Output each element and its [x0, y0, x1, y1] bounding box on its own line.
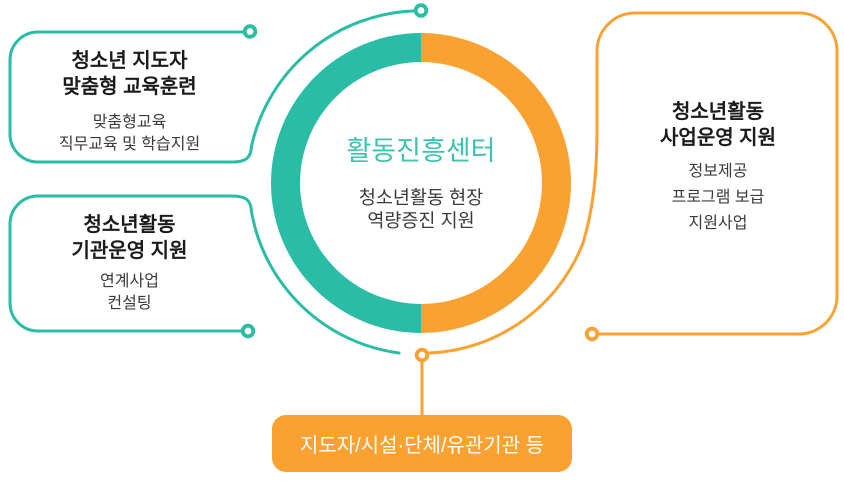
top-center-connector-ring — [413, 3, 429, 18]
box-body: 연계사업 컨설팅 — [8, 271, 251, 315]
center-subtitle-line: 청소년활동 현장 — [358, 187, 484, 208]
bottom-left-box-outline — [8, 194, 401, 355]
box-body: 맞춤형교육 직무교육 및 학습지원 — [8, 112, 251, 156]
bottom-left-connector-ring — [240, 323, 256, 339]
box-body: 정보제공 프로그램 보급 지원사업 — [597, 159, 839, 237]
right-box: 청소년활동 사업운영 지원 정보제공 프로그램 보급 지원사업 — [597, 99, 839, 237]
box-body-line: 맞춤형교육 — [92, 114, 167, 131]
top-left-box: 청소년 지도자 맞춤형 교육훈련 맞춤형교육 직무교육 및 학습지원 — [8, 48, 251, 156]
box-title-line: 사업운영 지원 — [660, 127, 776, 149]
box-body-line: 정보제공 — [688, 163, 748, 180]
box-body-line: 지원사업 — [688, 215, 748, 232]
box-title: 청소년활동 기관운영 지원 — [8, 212, 251, 264]
donut-right-half — [421, 33, 571, 333]
bottom-left-box: 청소년활동 기관운영 지원 연계사업 컨설팅 — [8, 212, 251, 315]
box-title-line: 청소년활동 — [672, 101, 764, 123]
bottom-center-connector-ring — [414, 347, 430, 363]
top-left-connector-ring — [242, 24, 258, 39]
bottom-box: 지도자/시설·단체/유관기관 등 — [272, 415, 572, 472]
box-title-line: 청소년활동 — [83, 214, 176, 236]
center-subtitle: 청소년활동 현장 역량증진 지원 — [271, 186, 571, 232]
top-left-box-outline — [8, 9, 415, 164]
center-title: 활동진흥센터 — [346, 136, 496, 166]
box-body-line: 연계사업 — [100, 273, 159, 290]
box-title-line: 기관운영 지원 — [71, 240, 188, 262]
donut-left-half — [271, 33, 421, 333]
right-connector-ring — [584, 326, 600, 342]
center-subtitle-line: 역량증진 지원 — [367, 210, 475, 231]
box-title-line: 맞춤형 교육훈련 — [62, 76, 197, 98]
box-title-line: 청소년 지도자 — [71, 50, 188, 72]
box-body-line: 직무교육 및 학습지원 — [58, 136, 201, 153]
box-title: 청소년 지도자 맞춤형 교육훈련 — [8, 48, 251, 100]
right-box-outline — [428, 11, 839, 355]
box-body-line: 컨설팅 — [107, 295, 152, 312]
bottom-box-label: 지도자/시설·단체/유관기관 등 — [299, 435, 545, 457]
box-title: 청소년활동 사업운영 지원 — [597, 99, 839, 151]
box-body-line: 프로그램 보급 — [671, 189, 765, 206]
